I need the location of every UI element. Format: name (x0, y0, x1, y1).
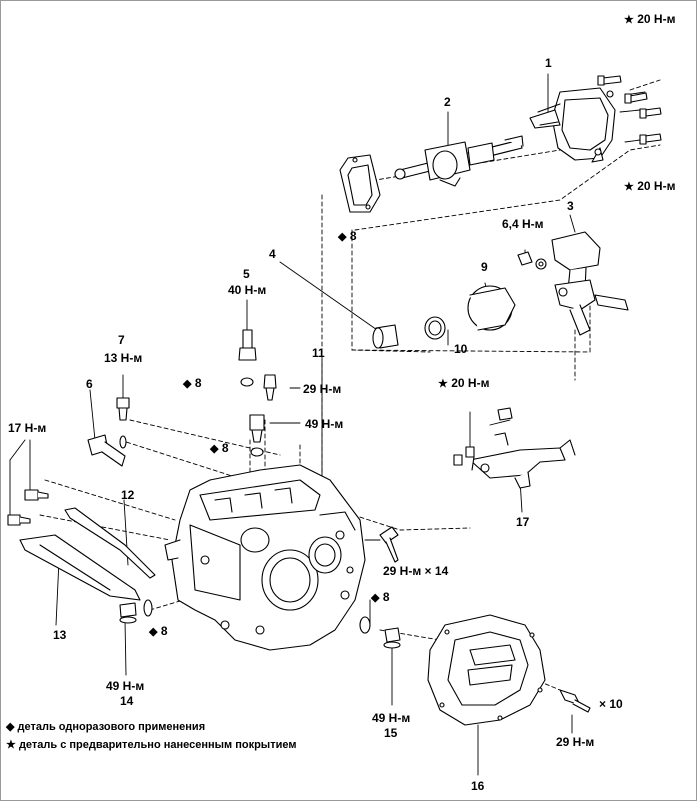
label-torque-13: 13 Н-м (104, 351, 143, 365)
label-part-13: 13 (53, 628, 67, 642)
label-part-2: 2 (444, 95, 451, 109)
bolt-29x14 (379, 526, 399, 563)
part-10-seal (424, 316, 446, 340)
part-13-plate (19, 534, 141, 601)
part-6-sensor (87, 434, 126, 467)
plug-49-top (249, 414, 265, 457)
label-part-17: 17 (516, 515, 530, 529)
part-nut-washer (517, 251, 547, 270)
label-star-20nm-mid: ★ 20 Н-м (438, 376, 490, 390)
part-9-bearing (467, 285, 516, 331)
part-17-bolts (453, 446, 475, 471)
label-part-9: 9 (481, 260, 488, 274)
legend-single-use: ◆ деталь одноразового применения (6, 721, 206, 733)
part-16-cover (427, 614, 546, 726)
part-1-extension-housing (529, 87, 616, 163)
label-part-10: 10 (454, 342, 468, 356)
bolt-x10 (559, 689, 591, 713)
label-part-3: 3 (567, 199, 574, 213)
label-part-7: 7 (118, 333, 125, 347)
label-torque-29-switch: 29 Н-м (303, 382, 342, 396)
part-4-bushing (372, 324, 399, 349)
label-part-1: 1 (545, 56, 552, 70)
label-star-20nm-right: ★ 20 Н-м (624, 179, 676, 193)
label-part-14: 14 (120, 694, 134, 708)
label-torque-49-left: 49 Н-м (106, 679, 145, 693)
label-x10: × 10 (599, 697, 623, 711)
label-part-12: 12 (121, 488, 135, 502)
label-part-4: 4 (269, 247, 276, 261)
label-star-20nm-top: ★ 20 Н-м (624, 12, 676, 26)
label-part-11: 11 (312, 346, 325, 360)
left-bolts (7, 489, 49, 526)
label-diamond-8-left: ◆ 8 (149, 624, 168, 638)
label-torque-40: 40 Н-м (228, 283, 267, 297)
part-1-bolts (597, 75, 662, 145)
label-diamond-8-mid: ◆ 8 (183, 376, 202, 390)
part-14-plug (119, 599, 153, 624)
label-part-6: 6 (86, 377, 93, 391)
label-torque-49-right: 49 Н-м (372, 711, 411, 725)
label-part-16: 16 (471, 779, 485, 793)
label-torque-29x14: 29 Н-м × 14 (383, 564, 449, 578)
legend-precoated: ★ деталь с предварительно нанесенным пок… (6, 739, 297, 751)
label-torque-29-cover: 29 Н-м (556, 735, 595, 749)
label-torque-17: 17 Н-м (8, 421, 47, 435)
label-diamond-8-right: ◆ 8 (371, 590, 390, 604)
label-part-15: 15 (384, 726, 398, 740)
part-17-shift-fork (469, 407, 576, 489)
label-diamond-8-low: ◆ 8 (210, 441, 229, 455)
part-2-control-shaft (394, 135, 524, 187)
part-7-bolt (116, 397, 130, 449)
label-torque-49-top: 49 Н-м (305, 417, 344, 431)
label-diamond-8-top: ◆ 8 (338, 229, 357, 243)
part-12-guide (64, 507, 156, 579)
part-5-sensor (238, 329, 257, 387)
label-part-5: 5 (243, 267, 250, 281)
label-torque-6-4: 6,4 Н-м (502, 217, 544, 231)
part-3-shift-lever (551, 231, 629, 336)
part-8-gasket-top (339, 154, 381, 213)
part-15-plug (359, 616, 401, 649)
switch-29 (263, 374, 277, 401)
transmission-case (164, 464, 366, 651)
